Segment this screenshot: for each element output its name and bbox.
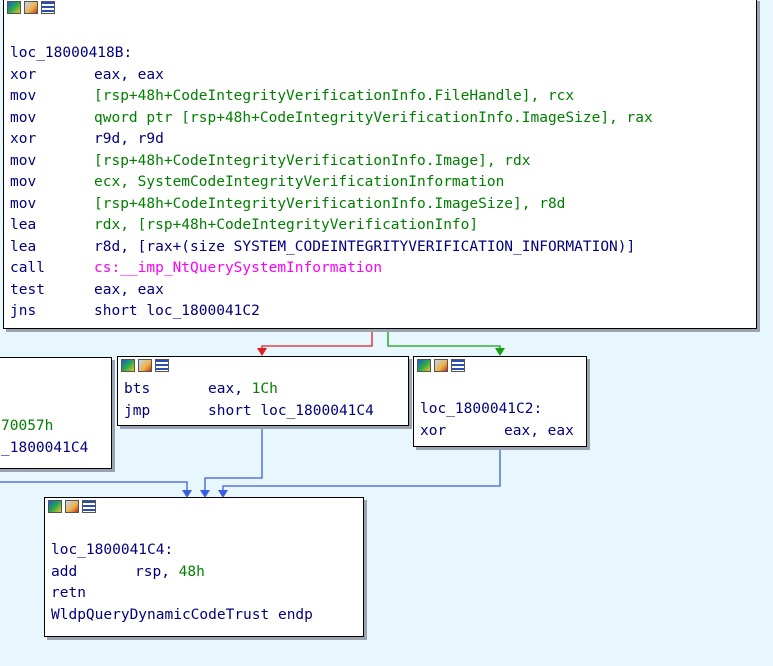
edge-true-branch: [387, 328, 501, 352]
node-toolbar: [414, 357, 586, 377]
block-label[interactable]: loc_1800041C4:: [51, 542, 174, 558]
listing-icon[interactable]: [82, 500, 96, 513]
edge-left-to-exit: [0, 481, 188, 492]
node-toolbar: [118, 357, 408, 377]
graph-color-icon[interactable]: [7, 1, 21, 14]
graph-color-icon[interactable]: [417, 359, 431, 372]
instruction-line[interactable]: retn: [51, 585, 86, 601]
edit-node-icon[interactable]: [24, 1, 38, 14]
fragment-line[interactable]: 70057h: [1, 418, 54, 434]
node-toolbar: [45, 498, 363, 518]
graph-color-icon[interactable]: [48, 500, 62, 513]
fragment-line[interactable]: _1800041C4: [1, 439, 89, 456]
block-label[interactable]: loc_18000418B:: [10, 45, 133, 61]
block-label[interactable]: loc_1800041C2:: [420, 401, 543, 417]
instruction-line[interactable]: mov[rsp+48h+CodeIntegrityVerificationInf…: [10, 152, 531, 169]
function-end-label[interactable]: WldpQueryDynamicCodeTrust endp: [51, 606, 313, 623]
edit-node-icon[interactable]: [434, 359, 448, 372]
instruction-line[interactable]: mov[rsp+48h+CodeIntegrityVerificationInf…: [10, 195, 566, 212]
left-partial-block[interactable]: 70057h _1800041C4: [0, 357, 112, 469]
edge-branch-to-exit: [222, 446, 501, 492]
edit-node-icon[interactable]: [65, 500, 79, 513]
listing-icon[interactable]: [155, 359, 169, 372]
edit-node-icon[interactable]: [138, 359, 152, 372]
edge-false-branch: [261, 328, 373, 352]
graph-color-icon[interactable]: [121, 359, 135, 372]
edge-fallthrough-to-exit: [204, 425, 263, 492]
instruction-line[interactable]: mov[rsp+48h+CodeIntegrityVerificationInf…: [10, 88, 575, 104]
listing-icon[interactable]: [451, 359, 465, 372]
listing-icon[interactable]: [41, 1, 55, 14]
node-toolbar: [4, 0, 756, 19]
